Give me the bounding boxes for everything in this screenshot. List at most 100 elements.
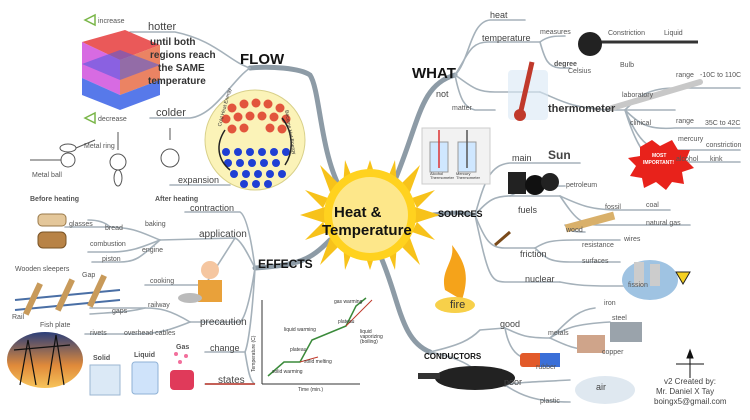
what-liquid: Liquid [664, 30, 683, 37]
conductors-poor: poor [504, 377, 523, 387]
effects-change: change [210, 343, 240, 353]
graph-label-gas-warming: gas warming [334, 299, 363, 305]
sources-coal: coal [646, 202, 659, 209]
conductors-good: good [500, 319, 521, 329]
flow-increase: increase [98, 18, 125, 25]
sources-petroleum: petroleum [566, 182, 598, 189]
graph-label-solid-warming: solid warming [272, 369, 303, 375]
power-lines-image [7, 332, 83, 388]
effects-after-heating: After heating [155, 196, 199, 203]
state-liquid: Liquid [134, 352, 155, 359]
flow-colder: colder [156, 107, 186, 119]
heating-curve-graph [261, 297, 373, 385]
flow-hotter: hotter [148, 21, 177, 33]
what-laboratory: laboratory [622, 92, 654, 99]
sources-natural-gas: natural gas [646, 220, 681, 227]
sources-most-important-1: MOST [652, 153, 667, 159]
effects-glasses: glasses [69, 221, 93, 228]
what-range1-value: -10C to 110C [700, 72, 742, 79]
graph-ylabel: Temperature (C) [251, 335, 257, 372]
sources-friction: friction [520, 249, 547, 259]
what-clinical: clinical [630, 120, 652, 127]
what-not: not [436, 89, 449, 99]
sun-center [300, 160, 440, 270]
effects-combustion: combustion [90, 241, 126, 248]
what-mercury: mercury [678, 136, 704, 143]
what-heat: heat [490, 10, 508, 20]
sources-mercury-thermometer: Mercury Thermometer [456, 171, 481, 180]
what-range2: range [676, 118, 694, 125]
what-degree: degree [554, 61, 577, 68]
sources-main: main [512, 153, 532, 163]
credit-line3: boingx5@gmail.com [654, 397, 727, 406]
what-constriction: Constriction [608, 30, 645, 37]
state-gas: Gas [176, 344, 190, 351]
conductors-metals: metals [548, 330, 569, 337]
what-range2-value: 35C to 42C [705, 120, 741, 127]
what-alcohol: alcohol [676, 156, 699, 163]
graph-label-vaporizing: liquid vaporizing (boiling) [360, 329, 383, 345]
conductors-copper: copper [602, 349, 624, 356]
effects-before-heating: Before heating [30, 196, 80, 203]
credit-line1: v2 Created by: [664, 377, 717, 386]
sources-wires: wires [624, 236, 641, 243]
compass-icon [676, 348, 704, 378]
effects-bread: bread [105, 225, 123, 232]
effects-piston: piston [102, 256, 121, 263]
sources-fission: fission [628, 282, 648, 289]
effects-rail: Rail [12, 314, 25, 321]
effects-baking: baking [145, 221, 166, 228]
conductors-images [418, 322, 642, 404]
what-range1: range [676, 72, 694, 79]
effects-rivets: rivets [90, 330, 107, 337]
what-celsius: Celsius [568, 68, 591, 75]
effects-metal-ball: Metal ball [32, 172, 62, 179]
effects-application: application [199, 229, 247, 240]
thermometer-image [508, 32, 703, 121]
sources-images [435, 172, 691, 313]
center-title-line1: Heat & [334, 204, 382, 221]
graph-label-plateau-2: plateau [290, 347, 307, 353]
effects-gap: Gap [82, 272, 96, 279]
beakers-image [421, 127, 491, 185]
flow-until-text-2: regions reach [150, 50, 216, 61]
conductors-air: air [596, 382, 607, 392]
conductors-rubber: rubber [536, 364, 557, 371]
effects-railway: railway [148, 302, 170, 309]
sources-alcohol-thermometer: Alcohol Thermometer [430, 171, 455, 180]
effects-cooking: cooking [150, 278, 175, 285]
sources-fossil: fossil [605, 204, 621, 211]
credit-line2: Mr. Daniel X Tay [656, 387, 715, 396]
sources-sun: Sun [548, 148, 571, 162]
effects-title: EFFECTS [258, 257, 313, 271]
graph-label-solid-melting: solid melting [304, 359, 332, 365]
heat-flow-block [82, 13, 160, 125]
flow-expansion: expansion [178, 175, 220, 185]
sources-wood: wood [566, 227, 583, 234]
graph-label-plateau-1: plateau [338, 319, 355, 325]
what-matter: matter [452, 105, 472, 112]
graph-xlabel: Time (min.) [298, 387, 324, 393]
sources-resistance: resistance [582, 242, 614, 249]
flow-until-text-1: until both [150, 37, 196, 48]
effects-states: states [218, 375, 245, 386]
what-bulb: Bulb [620, 62, 635, 69]
ball-ring-illustrations [30, 128, 180, 187]
conductors-plastic: plastic [540, 398, 560, 405]
sources-nuclear: nuclear [525, 274, 555, 284]
most-important-badge [628, 140, 694, 190]
effects-contraction: contraction [190, 203, 235, 213]
what-temperature: temperature [482, 33, 531, 43]
flow-until-text-4: temperature [148, 76, 206, 87]
effects-metal-ring: Metal ring [84, 143, 115, 150]
what-thermometer: thermometer [548, 103, 616, 115]
state-solid: Solid [93, 355, 111, 362]
flow-decrease: decrease [98, 116, 127, 123]
what-constriction2: constriction [706, 142, 742, 149]
flow-until-text-3: the SAME [158, 63, 205, 74]
sources-most-important-2: IMPORTANT! [643, 160, 675, 166]
conductors-iron: iron [604, 300, 616, 307]
what-title: WHAT [412, 65, 456, 82]
